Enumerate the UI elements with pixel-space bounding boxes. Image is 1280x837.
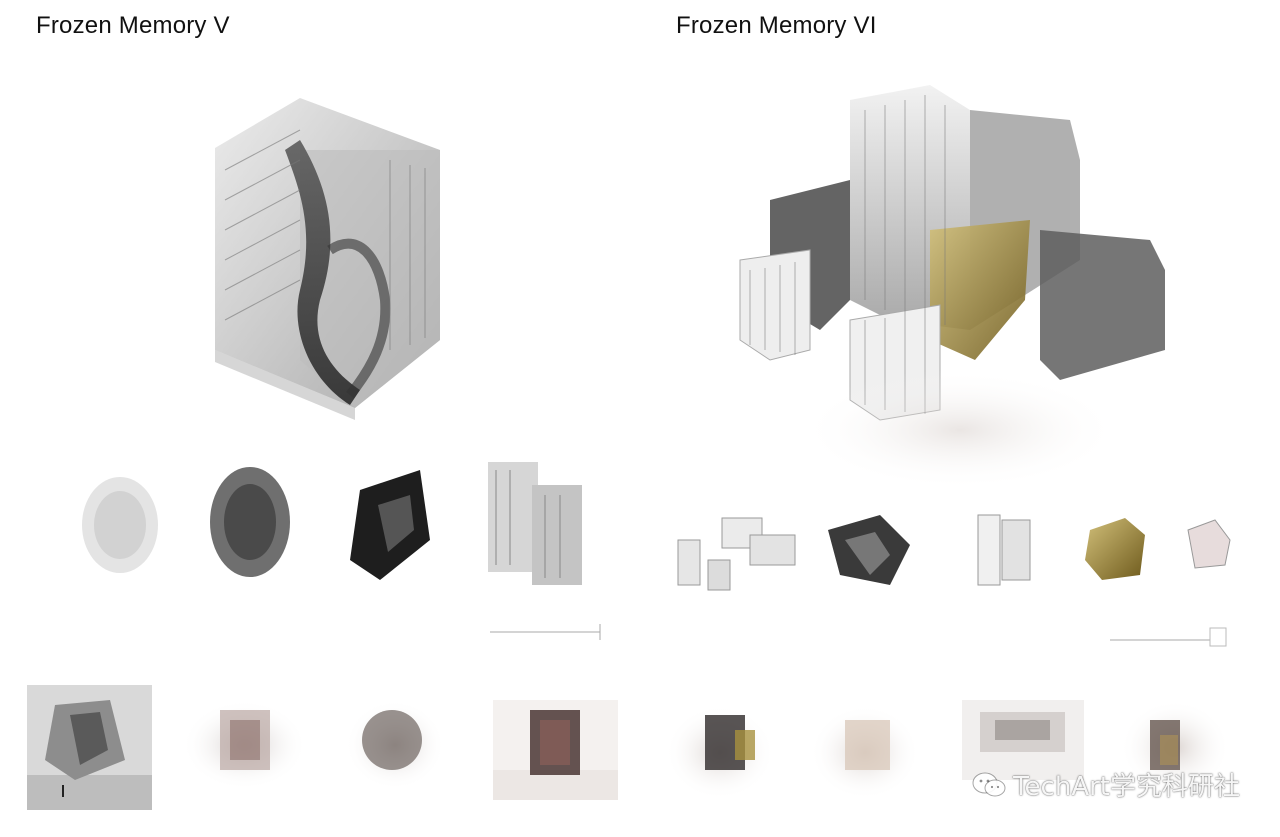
watermark-text: TechArt学究科研社 [1013, 772, 1240, 802]
study-object-5 [1187, 519, 1231, 569]
render-thumbnail-3 [962, 700, 1084, 780]
panel-title: Frozen Memory V [36, 12, 230, 39]
study-object-1 [82, 477, 158, 573]
main-isometric-sculpture [739, 85, 1165, 490]
study-object-2 [210, 467, 290, 577]
frozen-memory-vi-artwork [665, 85, 1231, 800]
study-object-2 [828, 515, 910, 585]
study-object-3 [977, 514, 1031, 586]
render-thumbnail-1 [27, 685, 152, 810]
study-object-4 [488, 462, 582, 585]
scale-bar [490, 624, 601, 640]
panel-frozen-memory-vi: Frozen Memory VI [640, 0, 1280, 837]
frozen-memory-v-artwork [27, 98, 618, 810]
study-object-3 [350, 470, 430, 580]
watermark: TechArt学究科研社 [971, 766, 1240, 803]
main-isometric-sculpture [215, 98, 440, 420]
panel-title: Frozen Memory VI [676, 12, 877, 39]
render-thumbnail-3 [345, 700, 445, 790]
study-object-1 [677, 517, 796, 591]
render-thumbnail-2 [182, 700, 307, 790]
render-thumbnail-1 [665, 705, 775, 800]
render-thumbnail-4 [493, 700, 618, 800]
panel-frozen-memory-v: Frozen Memory V [27, 12, 618, 810]
scale-bar [1110, 627, 1227, 647]
study-object-4 [1085, 518, 1145, 580]
render-thumbnail-2 [810, 705, 920, 800]
render-thumbnail-4 [1120, 700, 1230, 795]
wechat-icon [972, 772, 1006, 796]
